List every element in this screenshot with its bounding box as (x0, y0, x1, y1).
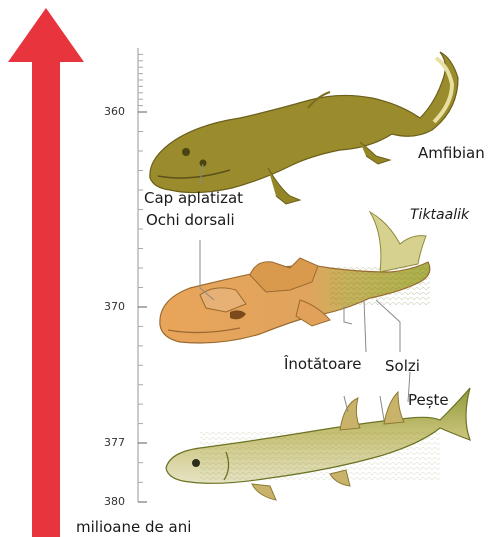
time-arrow (8, 8, 84, 537)
timeline-tick-label: 380 (104, 495, 125, 508)
fish-label: Pește (408, 392, 449, 409)
amphibian-label: Amfibian (418, 145, 485, 162)
feature-head-label: Cap aplatizat (144, 190, 243, 207)
amphibian-illustration (150, 52, 458, 204)
timeline-minor-ticks (138, 54, 143, 482)
feature-fins-label: Înotătoare (284, 356, 362, 373)
timeline-tick-label: 360 (104, 105, 125, 118)
feature-scales-label: Solzi (385, 358, 420, 375)
timeline-tick-label: 377 (104, 436, 125, 449)
tiktaalik-label: Tiktaalik (410, 208, 469, 223)
feature-eyes-label: Ochi dorsali (146, 212, 235, 229)
timeline-unit-label: milioane de ani (76, 519, 191, 536)
timeline-tick-label: 370 (104, 300, 125, 313)
